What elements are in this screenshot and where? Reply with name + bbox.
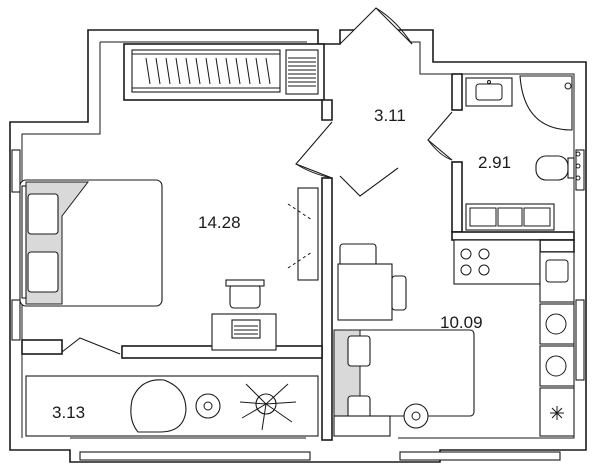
window-balcony-south: [79, 451, 311, 461]
hob-counter: [453, 239, 541, 285]
wardrobe: [131, 49, 319, 95]
bedroom-area: 14.28: [198, 213, 241, 232]
coffee-table: [403, 403, 429, 429]
pillow-1: [27, 193, 59, 235]
kitchen-door-leaf: [339, 167, 399, 197]
toilet-tank: [567, 157, 575, 179]
laundry-basket: [229, 283, 261, 309]
window-bathroom: [575, 149, 585, 191]
toilet: [535, 155, 569, 181]
wall-bedroom-south-left: [21, 339, 63, 355]
sofa-armrest: [333, 415, 391, 437]
balcony-area: 3.13: [52, 403, 85, 422]
kitchen-furniture: [333, 239, 575, 437]
window-bedroom-1: [11, 149, 21, 193]
kitchen-living-area: 10.09: [440, 313, 483, 332]
corridor-doors: [295, 7, 453, 197]
wall-bedroom-kitchen: [321, 177, 333, 441]
plant-icon: [239, 383, 297, 431]
wardrobe-body: [131, 49, 281, 93]
side-table: [195, 393, 221, 419]
windows: [11, 149, 585, 461]
balcony-door-leaf: [61, 337, 121, 355]
entrance-door-leaf: [339, 7, 413, 45]
balcony-furniture: [61, 337, 297, 433]
shoe-cabinet: [285, 49, 319, 95]
kitchen-pillar: [539, 239, 575, 253]
shower-tray: [519, 75, 573, 131]
laptop: [231, 319, 261, 339]
sink: [465, 77, 513, 107]
fridge: [539, 387, 575, 437]
bathroom-area: 2.91: [478, 153, 511, 172]
armchair: [130, 379, 187, 433]
wall-bath-south: [451, 231, 575, 241]
wardrobe-hangers: [145, 57, 271, 85]
bedroom-furniture: [19, 179, 319, 351]
window-kitchen: [575, 299, 585, 381]
room-labels: 3.11 2.91 14.28 10.09 3.13: [52, 106, 511, 422]
dining-chair-side: [391, 275, 407, 311]
window-living-south: [399, 451, 561, 461]
window-bedroom-2: [11, 299, 21, 341]
bathroom-fixtures: [465, 75, 581, 231]
tv-stand: [297, 187, 319, 281]
wall-bath-west-top: [451, 73, 463, 111]
bed-headboard: [21, 185, 27, 299]
dining-chair: [339, 243, 377, 267]
wall-corridor-stub: [321, 99, 333, 121]
washing-machine: [539, 345, 575, 387]
gas-boiler: [539, 303, 575, 345]
snowflake-icon: [550, 406, 564, 420]
laundry-lid: [225, 279, 265, 287]
dining-table: [337, 263, 393, 321]
corridor-area: 3.11: [374, 106, 406, 125]
shower-head-icon: [564, 82, 572, 90]
sofa-cushion-1: [347, 335, 371, 367]
hob-icon: [460, 248, 490, 276]
wall-bath-west-bottom: [451, 161, 463, 233]
pillow-2: [27, 251, 59, 293]
